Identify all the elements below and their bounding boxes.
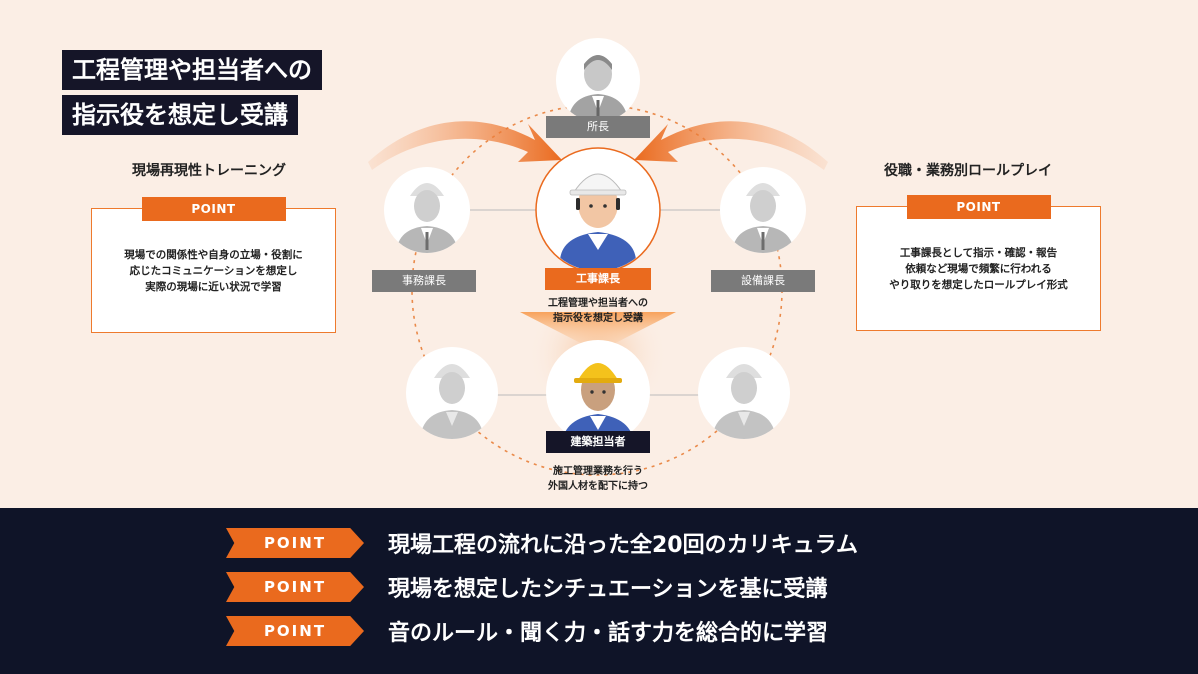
construction-manager-figure xyxy=(535,147,661,273)
equipment-manager-figure xyxy=(720,167,806,253)
text-line: 実際の現場に近い状況で学習 xyxy=(145,281,282,293)
role-label-construction-manager: 工事課長 xyxy=(545,268,651,290)
role-label-building-staff: 建築担当者 xyxy=(546,431,650,453)
text-line: やり取りを想定したロールプレイ形式 xyxy=(889,279,1068,291)
caption-line: 外国人材を配下に持つ xyxy=(548,481,648,492)
point-banner: POINT 現場工程の流れに沿った全20回のカリキュラム xyxy=(226,528,858,558)
point-banner: POINT 現場を想定したシチュエーションを基に受講 xyxy=(226,572,828,602)
left-arrow xyxy=(368,121,562,170)
instruction-beam xyxy=(520,312,676,352)
building-staff-figure xyxy=(546,340,650,444)
text-line: 工事課長として指示・確認・報告 xyxy=(899,247,1058,259)
right-staff-figure xyxy=(698,347,790,439)
office-manager-figure xyxy=(384,167,470,253)
construction-manager-caption: 工程管理や担当者への 指示役を想定し受講 xyxy=(528,296,668,326)
role-label-office-manager: 事務課長 xyxy=(372,270,476,292)
point-tag: POINT xyxy=(226,616,364,646)
points-footer xyxy=(0,508,1198,674)
right-arrow xyxy=(634,121,828,170)
role-diagram xyxy=(368,38,828,476)
point-tag: POINT xyxy=(226,572,364,602)
headline-line-2: 指示役を想定し受講 xyxy=(62,95,298,135)
caption-line: 施工管理業務を行う xyxy=(553,466,643,477)
point-text: 音のルール・聞く力・話す力を総合的に学習 xyxy=(388,621,829,646)
left-section-heading: 現場再現性トレーニング xyxy=(132,163,286,179)
left-staff-figure xyxy=(406,347,498,439)
point-tag: POINT xyxy=(906,195,1051,219)
caption-line: 工程管理や担当者への xyxy=(548,298,648,309)
text-line: 応じたコミュニケーションを想定し xyxy=(129,265,298,277)
point-tag: POINT xyxy=(226,528,364,558)
point-text: 現場工程の流れに沿った全20回のカリキュラム xyxy=(388,533,858,558)
point-text: 現場を想定したシチュエーションを基に受講 xyxy=(388,577,828,602)
right-point-box: POINT 工事課長として指示・確認・報告 依頼など現場で頻繁に行われる やり取… xyxy=(856,195,1101,331)
role-label-equipment-manager: 設備課長 xyxy=(711,270,815,292)
text-line: 依頼など現場で頻繁に行われる xyxy=(905,263,1052,275)
point-banner: POINT 音のルール・聞く力・話す力を総合的に学習 xyxy=(226,616,828,646)
text-line: 現場での関係性や自身の立場・役割に xyxy=(124,249,303,261)
caption-line: 指示役を想定し受講 xyxy=(553,313,643,324)
point-tag: POINT xyxy=(141,197,286,221)
diagram-area: 工程管理や担当者への 指示役を想定し受講 現場再現性トレーニング POINT 現… xyxy=(62,38,1101,494)
headline-line-1: 工程管理や担当者への xyxy=(62,50,322,90)
right-section-heading: 役職・業務別ロールプレイ xyxy=(884,163,1052,179)
role-label-director: 所長 xyxy=(546,116,650,138)
right-point-text: 工事課長として指示・確認・報告 依頼など現場で頻繁に行われる やり取りを想定した… xyxy=(857,245,1100,293)
left-point-box: POINT 現場での関係性や自身の立場・役割に 応じたコミュニケーションを想定し… xyxy=(91,197,336,333)
left-point-text: 現場での関係性や自身の立場・役割に 応じたコミュニケーションを想定し 実際の現場… xyxy=(92,247,335,295)
director-figure xyxy=(556,38,640,122)
building-staff-caption: 施工管理業務を行う 外国人材を配下に持つ xyxy=(528,464,668,494)
